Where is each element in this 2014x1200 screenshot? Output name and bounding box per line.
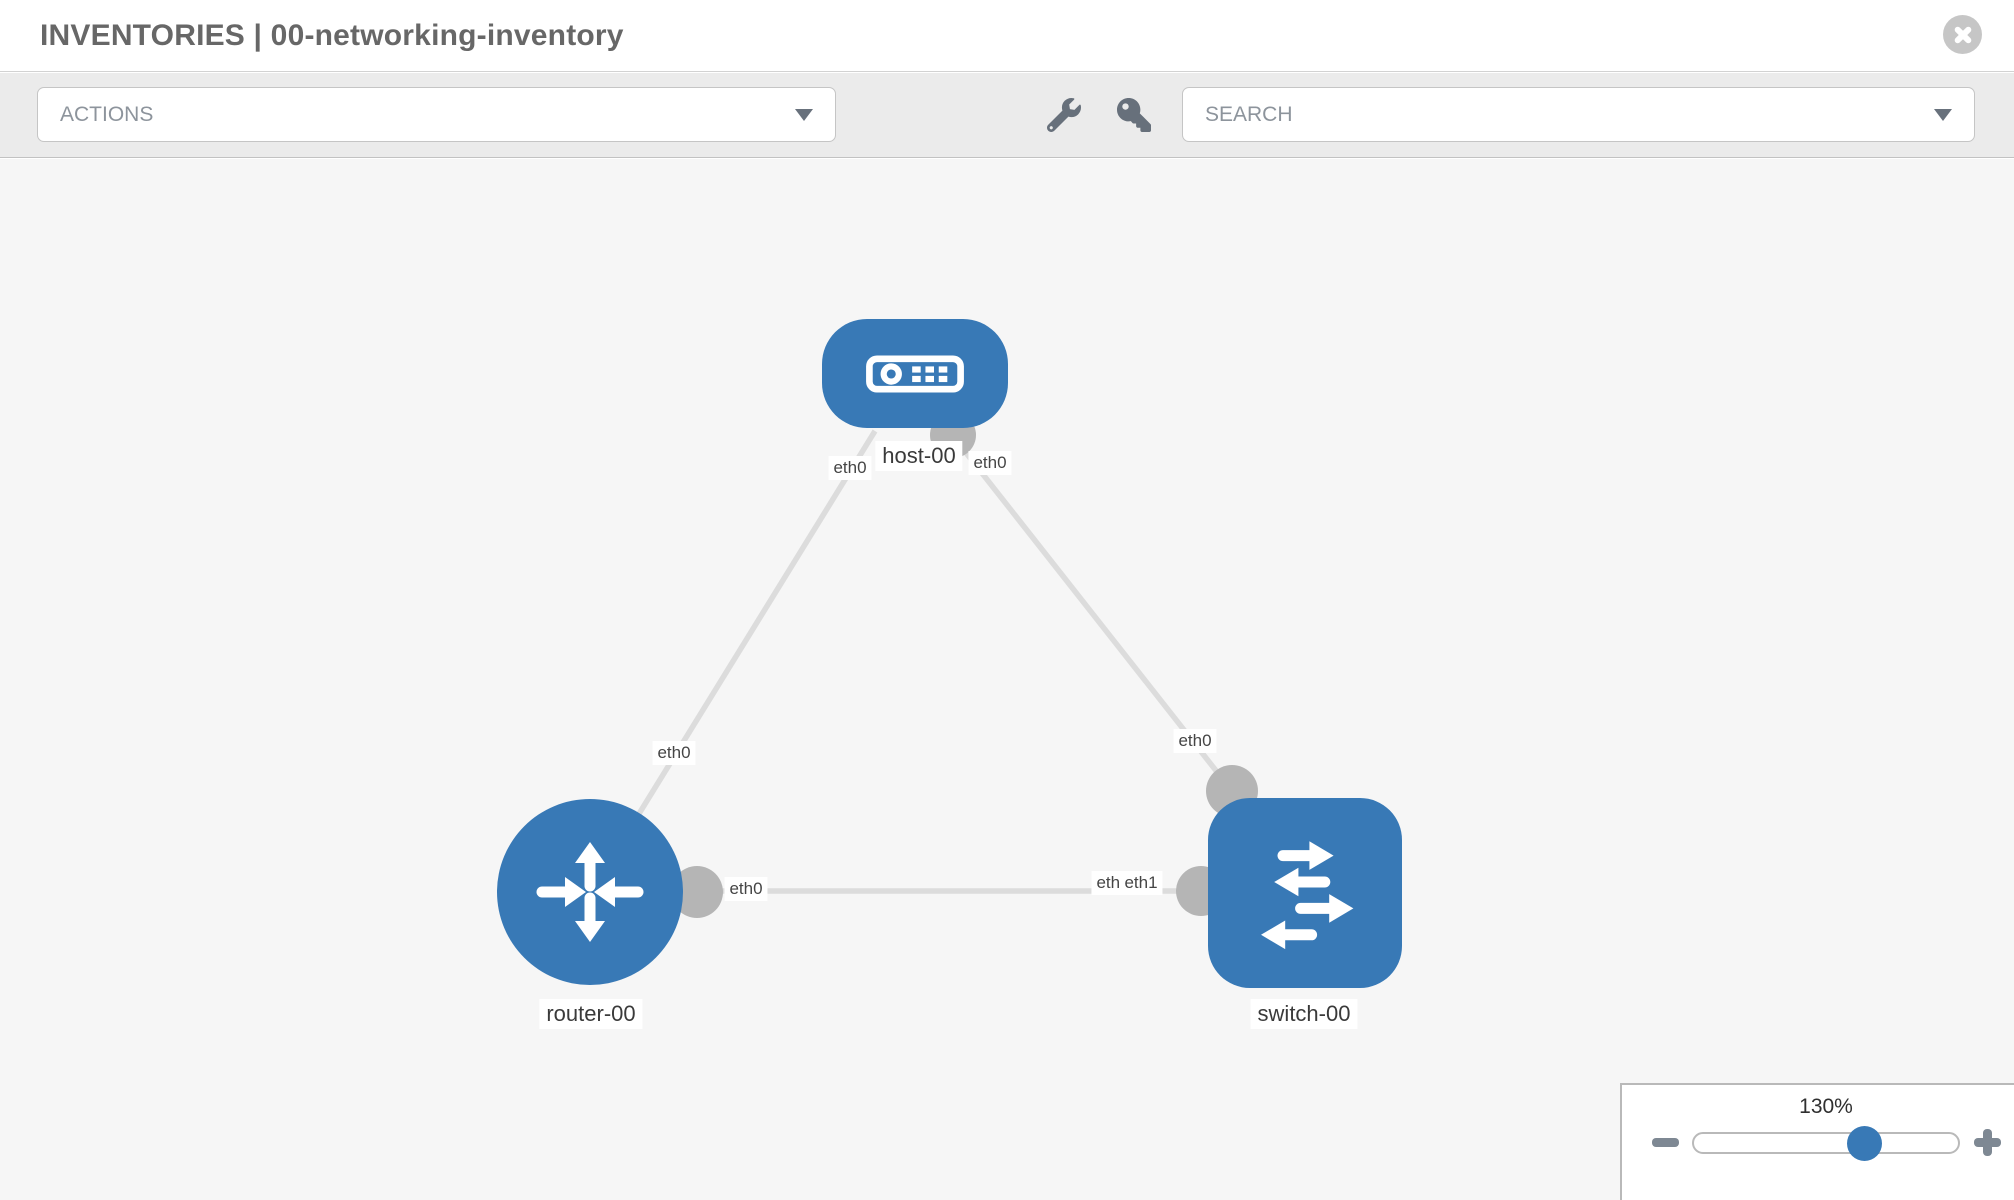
switch-icon xyxy=(1261,841,1354,950)
interface-label: eth0 xyxy=(724,877,768,901)
page-title: INVENTORIES | 00-networking-inventory xyxy=(40,18,624,52)
node-host-00[interactable] xyxy=(822,319,1008,428)
toolbar: ACTIONS SEARCH xyxy=(0,73,2014,158)
search-dropdown-label: SEARCH xyxy=(1205,102,1293,126)
wrench-button[interactable] xyxy=(1044,95,1084,135)
host-icon xyxy=(866,354,964,393)
topology-links-layer xyxy=(597,412,1258,918)
node-label-host-00: host-00 xyxy=(875,441,963,471)
interface-label: eth0 xyxy=(968,451,1012,475)
zoom-slider[interactable] xyxy=(1692,1132,1960,1154)
router-icon xyxy=(536,842,644,942)
search-dropdown[interactable]: SEARCH xyxy=(1182,87,1975,142)
zoom-out-button minus-icon[interactable] xyxy=(1652,1138,1679,1147)
zoom-in-button plus-icon[interactable] xyxy=(1974,1129,2001,1156)
interface-label: eth0 xyxy=(652,741,696,765)
chevron-down-icon xyxy=(1934,108,1952,121)
topology-canvas[interactable]: host-00 router-00 switch-00 eth0 eth0 et… xyxy=(0,159,2014,1200)
interface-connector-router[interactable] xyxy=(671,866,723,918)
header: INVENTORIES | 00-networking-inventory xyxy=(0,0,2014,72)
chevron-down-icon xyxy=(795,108,813,121)
link-host-router[interactable] xyxy=(597,429,878,879)
zoom-control-panel: 130% xyxy=(1620,1083,2014,1200)
node-router-00[interactable] xyxy=(497,799,683,985)
interface-label: eth0 xyxy=(1173,729,1217,753)
node-switch-00[interactable] xyxy=(1208,798,1402,988)
node-label-router-00: router-00 xyxy=(539,999,643,1029)
interface-label: eth0 xyxy=(828,456,872,480)
key-icon xyxy=(1117,98,1151,132)
actions-dropdown-label: ACTIONS xyxy=(60,102,154,126)
actions-dropdown[interactable]: ACTIONS xyxy=(37,87,836,142)
close-button[interactable] xyxy=(1943,15,1982,54)
wrench-icon xyxy=(1047,98,1081,132)
zoom-level-value: 130% xyxy=(1799,1095,1853,1118)
node-label-switch-00: switch-00 xyxy=(1250,999,1358,1029)
key-button[interactable] xyxy=(1114,95,1154,135)
zoom-slider-thumb[interactable] xyxy=(1847,1126,1882,1161)
interface-label: eth1 xyxy=(1119,871,1163,895)
